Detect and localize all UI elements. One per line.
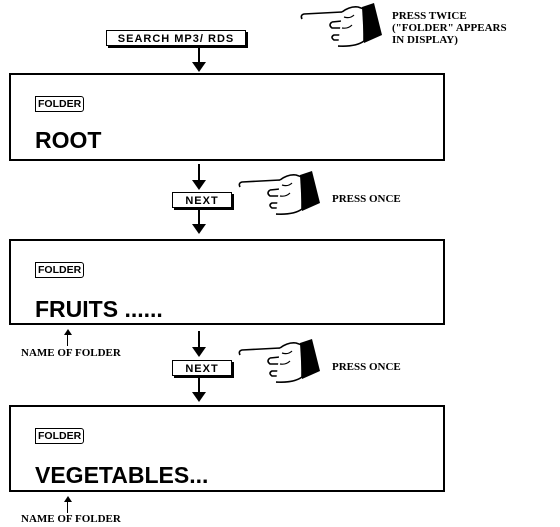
folder-indicator: FOLDER (35, 262, 85, 278)
folder-indicator: FOLDER (35, 96, 85, 112)
press-once-note: PRESS ONCE (332, 193, 401, 205)
lcd-display-root: FOLDER ROOT (9, 73, 445, 161)
next-button[interactable]: NEXT (172, 360, 232, 376)
pointing-hand-icon (236, 171, 326, 215)
display-text: FRUITS ...... (35, 296, 163, 322)
name-of-folder-label: NAME OF FOLDER (21, 513, 121, 525)
lcd-display-fruits: FOLDER FRUITS ...... (9, 239, 445, 325)
press-once-note: PRESS ONCE (332, 361, 401, 373)
folder-indicator: FOLDER (35, 428, 85, 444)
down-arrow-icon (191, 331, 207, 357)
press-twice-note: PRESS TWICE ("FOLDER" APPEARS IN DISPLAY… (392, 10, 507, 46)
name-of-folder-label: NAME OF FOLDER (21, 347, 121, 359)
pointing-hand-icon (298, 3, 388, 47)
down-arrow-icon (191, 378, 207, 402)
lcd-display-vegetables: FOLDER VEGETABLES... (9, 405, 445, 492)
down-arrow-icon (191, 164, 207, 190)
up-arrow-icon (63, 329, 73, 346)
up-arrow-icon (63, 496, 73, 513)
press-twice-line-3: IN DISPLAY) (392, 34, 458, 46)
next-button[interactable]: NEXT (172, 192, 232, 208)
display-text: VEGETABLES... (35, 462, 209, 488)
press-twice-line-1: PRESS TWICE (392, 10, 467, 22)
search-mp3-rds-button[interactable]: SEARCH MP3/ RDS (106, 30, 246, 46)
press-twice-line-2: ("FOLDER" APPEARS (392, 22, 507, 34)
down-arrow-icon (191, 210, 207, 234)
display-text: ROOT (35, 127, 102, 153)
down-arrow-icon (191, 48, 207, 72)
pointing-hand-icon (236, 339, 326, 383)
